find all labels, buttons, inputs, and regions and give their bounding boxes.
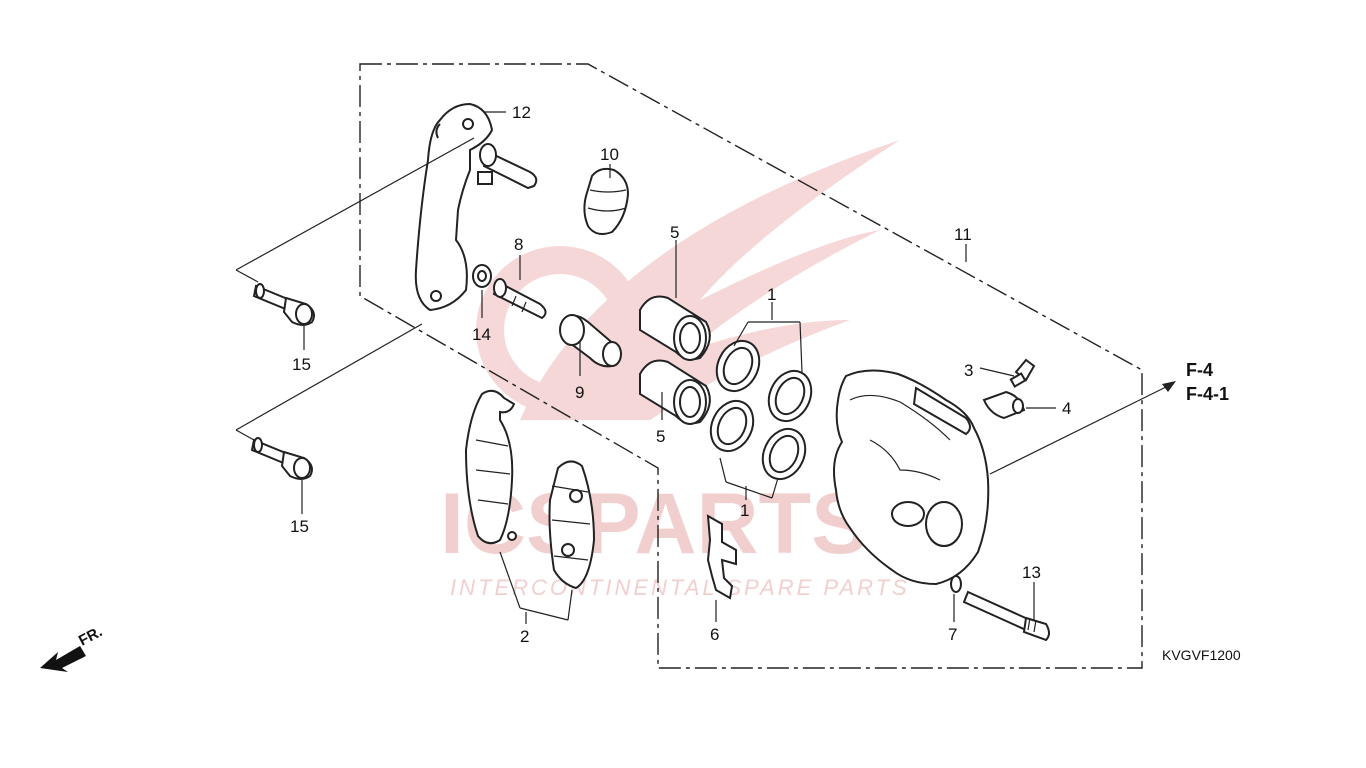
callout-9: 9 xyxy=(575,383,584,402)
part-brake-pad-outer xyxy=(548,460,596,590)
callout-14: 14 xyxy=(472,325,491,344)
part-bleeder-cap xyxy=(982,390,1026,420)
part-pad-spring xyxy=(706,514,737,600)
callout-5-upper: 5 xyxy=(670,223,679,242)
callout-15-upper: 15 xyxy=(292,355,311,374)
reference-labels: F-4 F-4-1 xyxy=(1186,360,1229,404)
reference-f4: F-4 xyxy=(1186,360,1213,380)
diagram-code: KVGVF1200 xyxy=(1162,647,1241,663)
part-washer xyxy=(472,264,492,288)
callout-7: 7 xyxy=(948,625,957,644)
part-washer-small xyxy=(950,575,962,593)
leader-lines xyxy=(235,111,1176,624)
reference-f4-1: F-4-1 xyxy=(1186,384,1229,404)
callout-15-lower: 15 xyxy=(290,517,309,536)
part-piston-upper xyxy=(639,295,711,361)
part-pin-bolt xyxy=(962,590,1050,642)
part-bolt-upper xyxy=(252,283,315,326)
callout-12: 12 xyxy=(512,103,531,122)
callout-3: 3 xyxy=(964,361,973,380)
assembly-outline xyxy=(359,63,1143,669)
front-direction-indicator: FR. xyxy=(40,623,105,672)
callout-6: 6 xyxy=(710,625,719,644)
callout-4: 4 xyxy=(1062,399,1071,418)
callout-2: 2 xyxy=(520,627,529,646)
callout-11: 11 xyxy=(954,225,972,244)
part-bolt-lower xyxy=(250,437,313,480)
part-bleeder-screw xyxy=(1009,358,1036,388)
callout-1-lower: 1 xyxy=(740,501,749,520)
part-caliper-body xyxy=(833,369,990,586)
front-direction-label: FR. xyxy=(76,623,105,649)
part-seal-set-upper xyxy=(715,339,813,423)
callout-1-upper: 1 xyxy=(767,285,776,304)
front-arrow-icon xyxy=(40,646,86,672)
part-pin xyxy=(492,278,547,320)
callout-labels: 12 10 8 14 9 5 5 1 1 2 6 7 13 3 4 11 15 … xyxy=(290,103,1071,646)
callout-10: 10 xyxy=(600,145,619,164)
callout-8: 8 xyxy=(514,235,523,254)
part-caliper-bracket xyxy=(414,102,538,312)
callout-5-lower: 5 xyxy=(656,427,665,446)
watermark-tagline: INTERCONTINENTAL SPARE PARTS xyxy=(450,575,910,600)
part-boot xyxy=(583,167,630,235)
part-seal-set-lower xyxy=(709,399,807,481)
part-brake-pad-inner xyxy=(464,389,517,545)
callout-13: 13 xyxy=(1022,563,1041,582)
part-slide-pin-bolt xyxy=(559,314,622,368)
part-piston-lower xyxy=(639,359,711,425)
